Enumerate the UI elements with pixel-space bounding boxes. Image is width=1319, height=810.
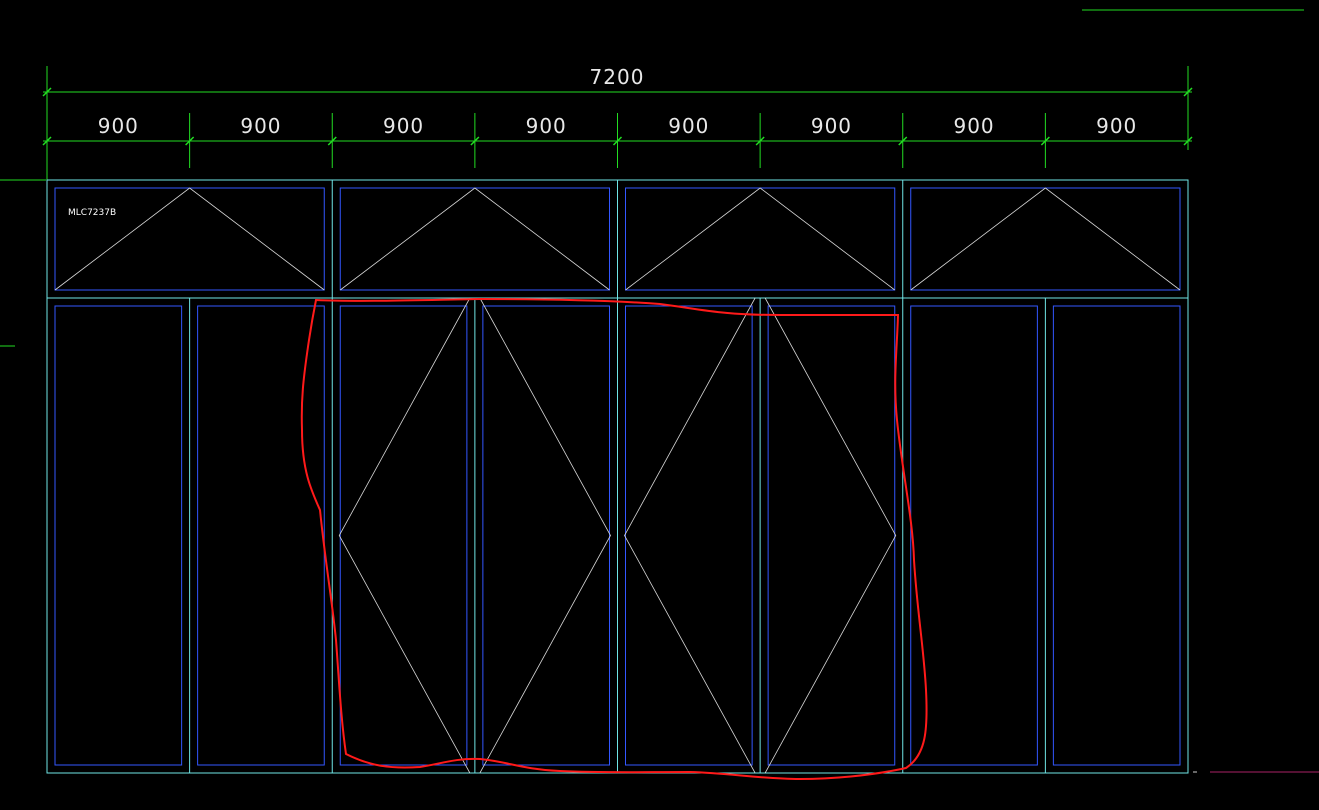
top-hung-opening-symbol (625, 187, 895, 291)
segment-dimension-text: 900 (98, 114, 139, 138)
leaf-glass (197, 305, 325, 766)
leaf-glass (625, 305, 753, 766)
dimension-tick (755, 136, 765, 146)
dimension-tick (42, 136, 52, 146)
top-hung-opening-symbol (910, 187, 1181, 291)
dimension-tick (612, 136, 623, 146)
red-markup-outline (300, 297, 928, 781)
segment-dimension-text: 900 (240, 114, 281, 138)
segment-dimension-texts: 900 900 900 900 900 900 900 900 (98, 114, 1137, 138)
segment-dimension-text: 900 (526, 114, 567, 138)
leaf-glass (482, 305, 610, 766)
leaf-glass (910, 305, 1038, 766)
top-hung-opening-symbol (340, 187, 610, 291)
casement-opening-symbol (479, 297, 611, 774)
casement-opening-symbol (764, 297, 897, 774)
top-hung-opening-symbol (54, 187, 325, 291)
dimension-tick (185, 136, 195, 146)
segment-dimension-text: 900 (668, 114, 709, 138)
dimension-tick (1183, 136, 1193, 146)
window-frame[interactable] (46, 179, 1189, 774)
segment-dimension-text: 900 (1096, 114, 1137, 138)
segment-dimension-text: 900 (383, 114, 424, 138)
overall-dimension-text: 7200 (590, 65, 645, 89)
transom-glass (339, 187, 610, 291)
segment-dimension-text: 900 (953, 114, 994, 138)
transom-glass (910, 187, 1181, 291)
casement-opening-symbol (624, 297, 756, 774)
transom-glass (625, 187, 896, 291)
leaf-glass (54, 305, 183, 766)
dimension-tick (42, 87, 52, 97)
dimension-tick (1183, 87, 1193, 97)
leaf-glass (767, 305, 896, 766)
dimension-tick (470, 136, 480, 146)
casement-opening-symbol (338, 297, 471, 774)
leaf-glass (339, 305, 468, 766)
dimension-tick (327, 136, 337, 146)
dimension-tick (1040, 136, 1050, 146)
dimension-tick (898, 136, 908, 146)
window-tag-label: MLC7237B (68, 208, 116, 218)
segment-dimension-text: 900 (811, 114, 852, 138)
dimension-lines (42, 66, 1193, 180)
leaf-glass (1052, 305, 1181, 766)
transom-glass (54, 187, 325, 291)
